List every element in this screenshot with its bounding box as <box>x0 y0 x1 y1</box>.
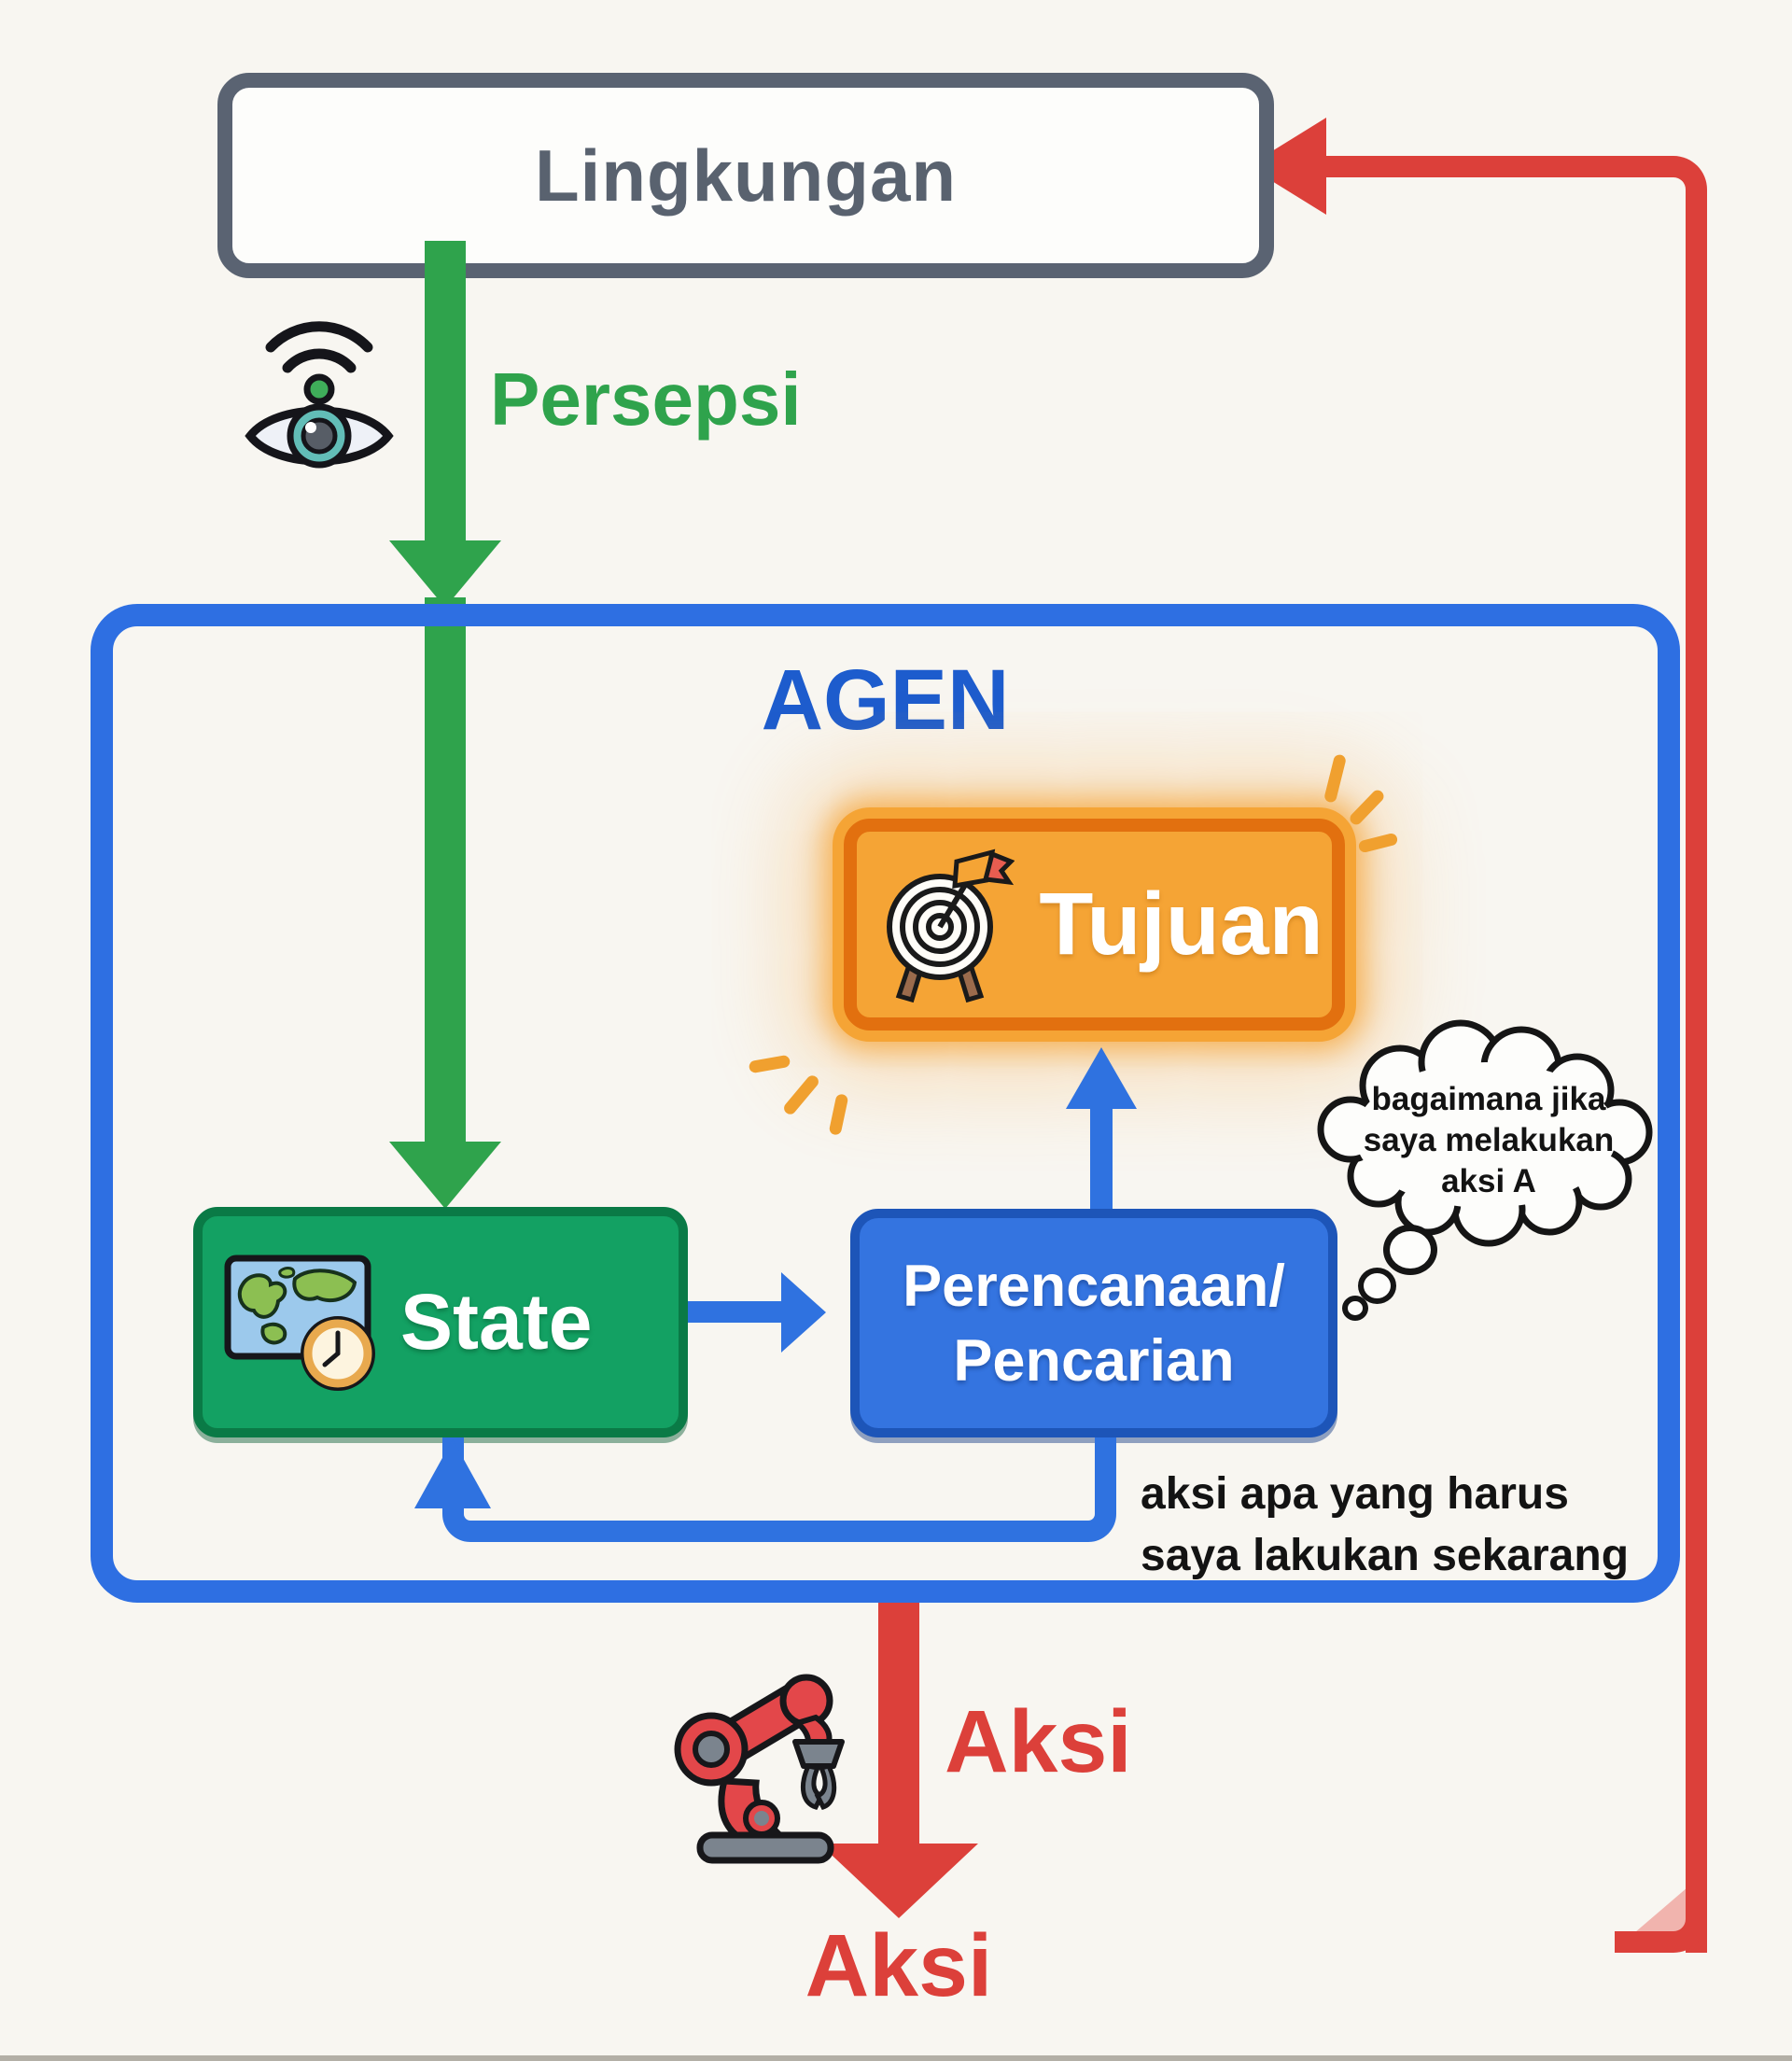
goal-box: Tujuan <box>833 807 1356 1042</box>
action-label-bottom: Aksi <box>805 1916 993 2015</box>
planning-note-line1: aksi apa yang harus <box>1141 1469 1569 1519</box>
state-to-planning-arrow-shaft <box>688 1301 783 1323</box>
planning-to-state-arrowhead <box>414 1439 491 1508</box>
perception-arrow-shaft-upper <box>425 241 466 544</box>
thought-bubble-line2: saya melakukan <box>1363 1122 1615 1158</box>
thought-bubble-line1: bagaimana jika <box>1371 1081 1606 1117</box>
thought-bubble-text: bagaimana jika saya melakukan aksi A <box>1353 1079 1624 1202</box>
environment-box: Lingkungan <box>217 73 1274 278</box>
planning-to-goal-arrow-shaft <box>1090 1106 1113 1212</box>
planning-label-line1: Perencanaan/ <box>903 1253 1285 1319</box>
thought-bubble-tail-medium <box>1358 1268 1396 1304</box>
agent-label: AGEN <box>761 652 1010 748</box>
action-arrowhead <box>819 1844 978 1918</box>
planning-box: Perencanaan/ Pencarian <box>850 1209 1337 1437</box>
thought-bubble-line3: aksi A <box>1441 1163 1536 1199</box>
planning-note: aksi apa yang harus saya lakukan sekaran… <box>1141 1464 1629 1587</box>
bottom-edge-line <box>0 2055 1792 2061</box>
perception-arrow-shaft-lower <box>425 597 466 1143</box>
planning-note-line2: saya lakukan sekarang <box>1141 1531 1630 1580</box>
red-feedback-line <box>1307 156 1707 1953</box>
action-label-side: Aksi <box>945 1692 1132 1791</box>
perception-arrowhead-upper <box>389 540 501 608</box>
eye-sensor-icon <box>245 321 394 469</box>
map-clock-icon <box>224 1255 375 1391</box>
thought-bubble-tail-large <box>1383 1225 1437 1275</box>
perception-label: Persepsi <box>490 358 802 441</box>
robot-arm-icon <box>674 1674 845 1864</box>
agent-box <box>91 604 1680 1603</box>
perception-arrowhead-lower <box>389 1142 501 1209</box>
planning-label-line2: Pencarian <box>953 1327 1235 1394</box>
thought-bubble-tail-small <box>1342 1296 1368 1321</box>
state-label: State <box>400 1278 593 1366</box>
target-flag-icon <box>887 848 1015 1002</box>
goal-label: Tujuan <box>1039 875 1323 974</box>
thought-bubble <box>1317 1019 1653 1247</box>
environment-label: Lingkungan <box>535 133 957 217</box>
action-arrow-shaft <box>878 1603 919 1845</box>
planning-to-state-feedback-line <box>442 1437 1116 1542</box>
planning-to-goal-arrowhead <box>1066 1047 1137 1109</box>
state-to-planning-arrowhead <box>781 1272 826 1353</box>
goal-box-inner-border <box>844 819 1345 1030</box>
red-feedback-bottom-stub <box>1615 1867 1707 1953</box>
